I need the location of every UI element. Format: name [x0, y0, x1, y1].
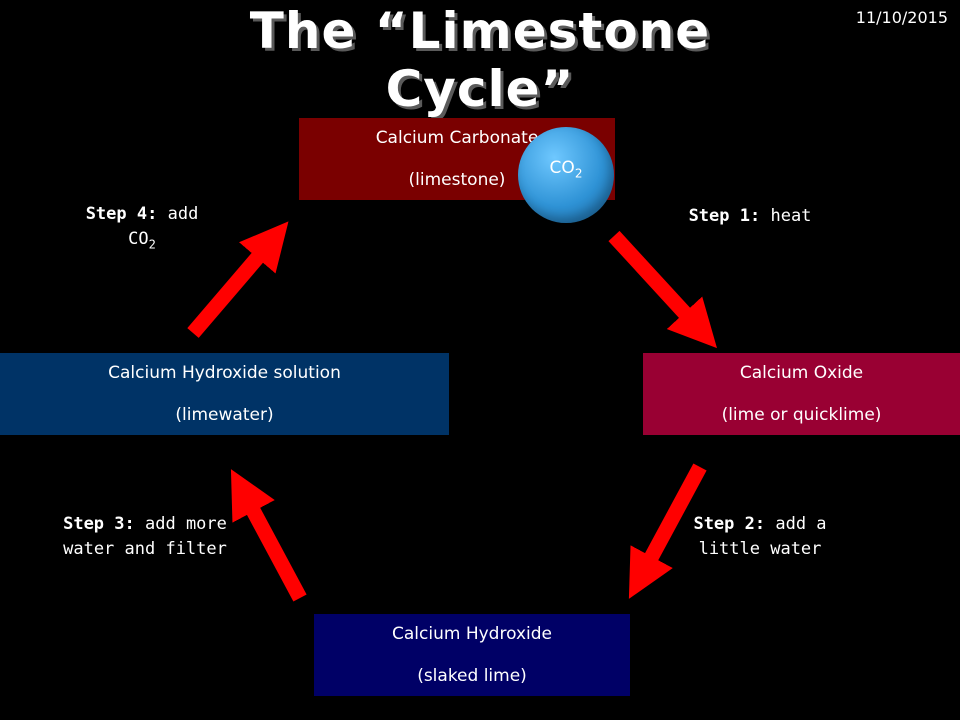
arrow-step1 — [608, 230, 717, 349]
co2-formula: CO2 — [550, 158, 583, 180]
calcium-carbonate-name: Calcium Carbonate — [375, 128, 539, 148]
step-4-label: Step 4: add CO2 — [52, 202, 232, 257]
slaked-lime-name: Calcium Hydroxide — [392, 624, 552, 644]
calcium-oxide-box: Calcium Oxide (lime or quicklime) — [643, 353, 960, 435]
step-2-label: Step 2: add a little water — [660, 512, 860, 562]
co2-formula-base: CO — [549, 157, 575, 178]
step-4-text: add — [167, 204, 199, 224]
limewater-name: Calcium Hydroxide solution — [108, 363, 341, 383]
step-4-formula-subscript: 2 — [148, 237, 156, 252]
step-1-heading: Step 1: — [688, 206, 761, 226]
co2-formula-subscript: 2 — [574, 166, 583, 181]
step-3-label: Step 3: add more water and filter — [40, 512, 250, 562]
arrow-step3 — [230, 469, 307, 602]
limewater-common-name: (limewater) — [175, 405, 274, 425]
co2-badge: CO2 — [518, 127, 614, 223]
slaked-lime-common-name: (slaked lime) — [417, 666, 527, 686]
slaked-lime-box: Calcium Hydroxide (slaked lime) — [314, 614, 630, 696]
step-2-text: add a little water — [698, 514, 827, 559]
arrow-step2 — [628, 463, 707, 599]
step-1-text: heat — [770, 206, 812, 226]
step-3-heading: Step 3: — [63, 514, 135, 534]
step-3-text: add more water and filter — [63, 514, 227, 559]
step-4-formula-base: CO — [128, 229, 149, 249]
step-1-label: Step 1: heat — [660, 204, 840, 229]
slide-date: 11/10/2015 — [855, 8, 948, 27]
arrow-step4 — [187, 221, 289, 338]
limewater-box: Calcium Hydroxide solution (limewater) — [0, 353, 449, 435]
calcium-carbonate-common-name: (limestone) — [408, 170, 506, 190]
calcium-oxide-common-name: (lime or quicklime) — [721, 405, 882, 425]
slide-title: The “Limestone Cycle” — [249, 2, 711, 118]
step-4-heading: Step 4: — [85, 204, 158, 224]
calcium-oxide-name: Calcium Oxide — [739, 363, 864, 383]
step-2-heading: Step 2: — [693, 514, 766, 534]
